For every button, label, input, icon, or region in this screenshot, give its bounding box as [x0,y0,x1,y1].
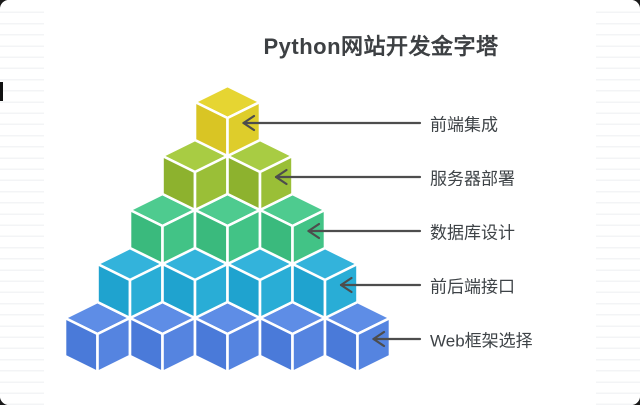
level-label-server-deployment: 服务器部署 [430,169,515,189]
pyramid-cube-face [356,316,392,374]
arrowhead-icon [339,276,353,294]
page-title: Python网站开发金字塔 [263,34,499,59]
pyramid-cube-face [226,100,262,158]
arrowhead-icon [274,168,288,186]
arrowhead-icon [242,114,256,132]
arrowhead-icon [307,222,321,240]
arrowhead-icon [372,330,386,348]
pyramid-cube-face [323,262,359,320]
level-label-frontend-integration: 前端集成 [430,115,498,135]
level-label-database-design: 数据库设计 [430,223,515,243]
level-label-web-framework-choice: Web框架选择 [430,331,533,351]
pyramid-cube-face [258,154,294,212]
pyramid-cube-face [291,208,327,266]
level-label-frontend-backend-api: 前后端接口 [430,277,515,297]
text-cursor-mark [0,82,3,101]
